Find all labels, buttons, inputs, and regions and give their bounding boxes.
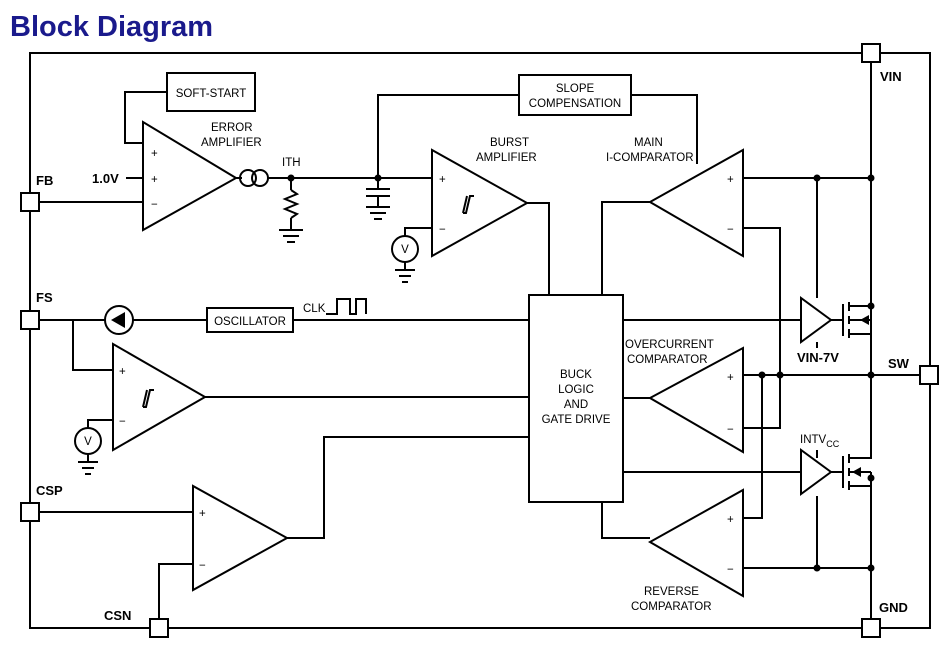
ref-voltage-label: 1.0V xyxy=(92,171,119,186)
clk-label: CLK xyxy=(303,303,326,315)
csn-pin-label: CSN xyxy=(104,608,131,623)
top-mosfet-icon xyxy=(842,302,872,338)
slope-comp-label2: COMPENSATION xyxy=(529,98,621,110)
fs-comp-plus: + xyxy=(119,366,126,378)
rev-comp-minus: − xyxy=(727,564,734,576)
intvcc-label: INTVCC xyxy=(800,434,840,449)
gm-symbol-left xyxy=(239,169,257,187)
fs-comparator xyxy=(112,342,208,452)
burst-amp-label2: AMPLIFIER xyxy=(476,152,537,164)
fs-ground-icon xyxy=(78,461,98,475)
reverse-label2: COMPARATOR xyxy=(631,601,712,613)
overcurrent-comparator xyxy=(647,346,744,454)
fs-comp-minus: − xyxy=(119,416,126,428)
chip-outline xyxy=(29,52,931,629)
current-sense-amplifier xyxy=(192,484,290,592)
vin-pin-label: VIN xyxy=(880,69,902,84)
error-amp-label2: AMPLIFIER xyxy=(201,137,262,149)
fs-hysteresis-icon xyxy=(143,389,154,408)
gnd-pin xyxy=(861,618,881,638)
reverse-comparator xyxy=(647,488,744,598)
logic-label4: GATE DRIVE xyxy=(542,414,611,426)
oc-comp-plus: + xyxy=(727,372,734,384)
error-amplifier xyxy=(142,120,238,232)
oc-comp-minus: − xyxy=(727,424,734,436)
main-comp-minus: − xyxy=(727,224,734,236)
csp-pin xyxy=(20,502,40,522)
ith-label: ITH xyxy=(282,157,301,169)
oscillator-label: OSCILLATOR xyxy=(214,316,286,328)
reverse-label1: REVERSE xyxy=(644,586,699,598)
rev-comp-plus: + xyxy=(727,514,734,526)
soft-start-block xyxy=(166,72,256,112)
logic-label3: AND xyxy=(564,399,588,411)
slope-comp-label1: SLOPE xyxy=(556,83,595,95)
top-gate-driver xyxy=(800,296,833,344)
junction-dots xyxy=(287,174,875,572)
fs-vsource-label: V xyxy=(84,436,92,448)
diagram-title: Block Diagram xyxy=(10,11,213,43)
bottom-mosfet-icon xyxy=(842,454,872,490)
error-amp-minus: − xyxy=(151,199,158,211)
cs-amp-plus: + xyxy=(199,508,206,520)
sw-pin xyxy=(919,365,939,385)
main-comp-label2: I-COMPARATOR xyxy=(606,152,694,164)
gnd-pin-label: GND xyxy=(879,600,908,615)
cs-amp-minus: − xyxy=(199,560,206,572)
burst-voltage-source-icon xyxy=(391,235,419,263)
fb-pin-label: FB xyxy=(36,173,53,188)
error-amp-label1: ERROR xyxy=(211,122,253,134)
burst-ground-icon xyxy=(395,269,415,283)
burst-amp-minus: − xyxy=(439,224,446,236)
main-i-comparator xyxy=(647,148,744,258)
wires xyxy=(39,62,920,619)
sw-pin-label: SW xyxy=(888,356,910,371)
soft-start-label: SOFT-START xyxy=(176,88,247,100)
vin7v-label: VIN-7V xyxy=(797,350,839,365)
buck-logic-block xyxy=(528,294,624,503)
fs-pin xyxy=(20,310,40,330)
clock-waveform-icon xyxy=(326,298,367,315)
logic-label2: LOGIC xyxy=(558,384,594,396)
burst-vsource-label: V xyxy=(401,244,409,256)
ith-ground-icon xyxy=(279,229,303,243)
burst-amplifier xyxy=(431,148,530,258)
overcurrent-label1: OVERCURRENT xyxy=(625,339,714,351)
fs-current-arrow-icon xyxy=(111,312,125,328)
main-comp-label1: MAIN xyxy=(634,137,663,149)
burst-amp-label1: BURST xyxy=(490,137,529,149)
csn-pin xyxy=(149,618,169,638)
cap-ground-icon xyxy=(366,206,390,220)
vin-pin xyxy=(861,43,881,63)
fs-voltage-source-icon xyxy=(74,427,102,455)
burst-amp-plus: + xyxy=(439,174,446,186)
logic-label1: BUCK xyxy=(560,369,592,381)
overcurrent-label2: COMPARATOR xyxy=(627,354,708,366)
fb-pin xyxy=(20,192,40,212)
slope-compensation-block xyxy=(518,74,632,116)
error-amp-plus1: + xyxy=(151,148,158,160)
oscillator-block xyxy=(206,307,294,333)
error-amp-plus2: + xyxy=(151,174,158,186)
csp-pin-label: CSP xyxy=(36,483,63,498)
bottom-gate-driver xyxy=(800,448,833,496)
main-comp-plus: + xyxy=(727,174,734,186)
gm-symbol-right xyxy=(251,169,269,187)
fs-pin-label: FS xyxy=(36,290,53,305)
burst-hysteresis-icon xyxy=(463,195,474,214)
